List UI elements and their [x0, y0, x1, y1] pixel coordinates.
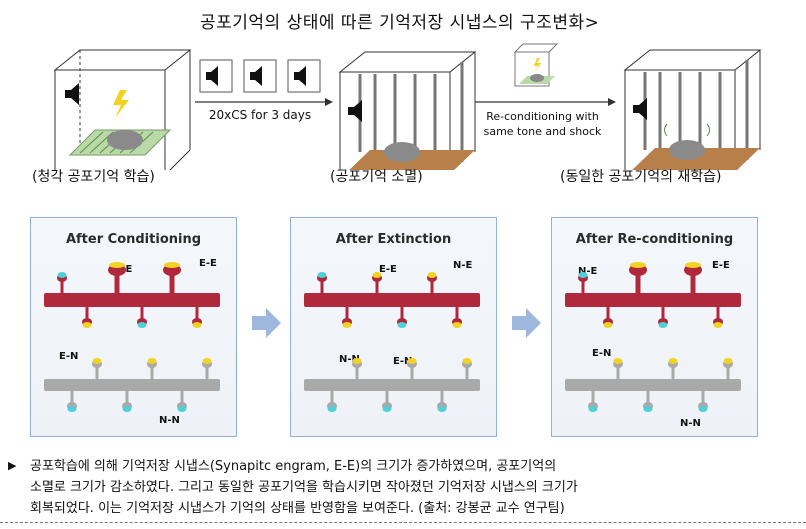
stage-label-2: (공포기억 소멸) — [330, 169, 423, 185]
dendrite-shape — [397, 322, 407, 328]
dendrite-shape — [565, 379, 741, 391]
tag: N-N — [159, 415, 180, 426]
panel-title: After Re-conditioning — [575, 232, 734, 247]
dendrite-shape — [565, 293, 741, 307]
dendrite-shape — [462, 358, 472, 364]
dendrite-shape — [192, 322, 202, 328]
arrow1-text: 20xCS for 3 days — [208, 108, 312, 122]
panel-conditioning: After Conditioning N-E E-E E-N N-N — [30, 217, 237, 437]
stage-label-1: (청각 공포기억 학습) — [32, 169, 155, 185]
dendrite-shape — [668, 358, 678, 364]
panel-title: After Extinction — [335, 232, 452, 247]
tag: E-E — [199, 258, 217, 269]
dendrite-shape — [327, 406, 337, 412]
panel-reconditioning: After Re-conditioning N-E E-E E-N N-N — [551, 217, 758, 437]
page-title: 공포기억의 상태에 따른 기억저장 시냅스의 구조변화> — [200, 13, 600, 33]
caption-line: 소멸로 크기가 감소하였다. 그리고 동일한 공포기억을 학습시키면 작아졌던 … — [30, 480, 578, 495]
dendrite-shape — [352, 358, 362, 364]
dendrite-shape — [67, 406, 77, 412]
tag: E-E — [379, 264, 397, 275]
dendrite-shape — [407, 358, 417, 364]
dendrite-shape — [122, 406, 132, 412]
dendrite-shape — [44, 379, 220, 391]
speaker-stack-icon — [199, 59, 321, 93]
tag: E-N — [59, 351, 79, 362]
dendrite-shape — [304, 379, 480, 391]
dendrite-shape — [147, 358, 157, 364]
dendrite-shape — [342, 322, 352, 328]
dendrite-shape — [382, 406, 392, 412]
dendrite-shape — [137, 322, 147, 328]
arrow-icon — [512, 308, 541, 338]
reconditioning-chamber — [623, 49, 762, 170]
dendrite-shape — [82, 322, 92, 328]
dendrite-shape — [658, 322, 668, 328]
dendrite-shape — [723, 358, 733, 364]
dashed-divider — [0, 522, 806, 523]
caption-line: 회복되었다. 이는 기억저장 시냅스가 기억의 상태를 반영함을 보여준다. (… — [30, 501, 565, 516]
dendrite-shape — [713, 322, 723, 328]
dendrite-shape — [685, 262, 701, 268]
tag: N-E — [578, 266, 598, 277]
dendrite-shape — [109, 262, 125, 268]
dendrite-shape — [452, 322, 462, 328]
dendrite-shape — [202, 358, 212, 364]
panel-title: After Conditioning — [65, 232, 202, 247]
dendrite-shape — [630, 262, 646, 268]
dendrite-shape — [613, 358, 623, 364]
arrow2-text-line2: same tone and shock — [483, 125, 602, 138]
dendrite-shape — [603, 322, 613, 328]
dendrite-shape — [317, 272, 327, 278]
tag: E-N — [393, 356, 413, 367]
caption-line: 공포학습에 의해 기억저장 시냅스(Synapitc engram, E-E)의… — [30, 459, 557, 474]
dendrite-shape — [177, 406, 187, 412]
stage-label-3: (동일한 공포기억의 재학습) — [560, 169, 722, 185]
dendrite-shape — [304, 293, 480, 307]
dendrite-shape — [588, 406, 598, 412]
conditioning-chamber — [53, 49, 192, 170]
mini-chamber-icon — [513, 43, 559, 87]
dendrite-shape — [372, 272, 382, 278]
dendrite-shape — [164, 262, 180, 268]
panel-extinction: After Extinction E-E N-E N-N E-N — [290, 217, 497, 437]
tag: N-N — [680, 418, 701, 429]
arrow2-text-line1: Re-conditioning with — [486, 110, 599, 123]
tag: E-N — [592, 348, 612, 359]
bullet-icon: ▶ — [8, 459, 17, 472]
dendrite-shape — [437, 406, 447, 412]
caption: 공포학습에 의해 기억저장 시냅스(Synapitc engram, E-E)의… — [30, 456, 578, 519]
extinction-chamber — [338, 51, 477, 170]
dendrite-shape — [57, 272, 67, 278]
tag: N-E — [453, 260, 473, 271]
arrow-icon — [252, 308, 281, 338]
dendrite-shape — [643, 406, 653, 412]
tag: E-E — [712, 260, 730, 271]
tag: N-N — [339, 354, 360, 365]
dendrite-shape — [698, 406, 708, 412]
experiment-schematic — [53, 43, 762, 170]
dendrite-shape — [44, 293, 220, 307]
dendrite-shape — [578, 272, 588, 278]
dendrite-shape — [92, 358, 102, 364]
dendrite-shape — [427, 272, 437, 278]
